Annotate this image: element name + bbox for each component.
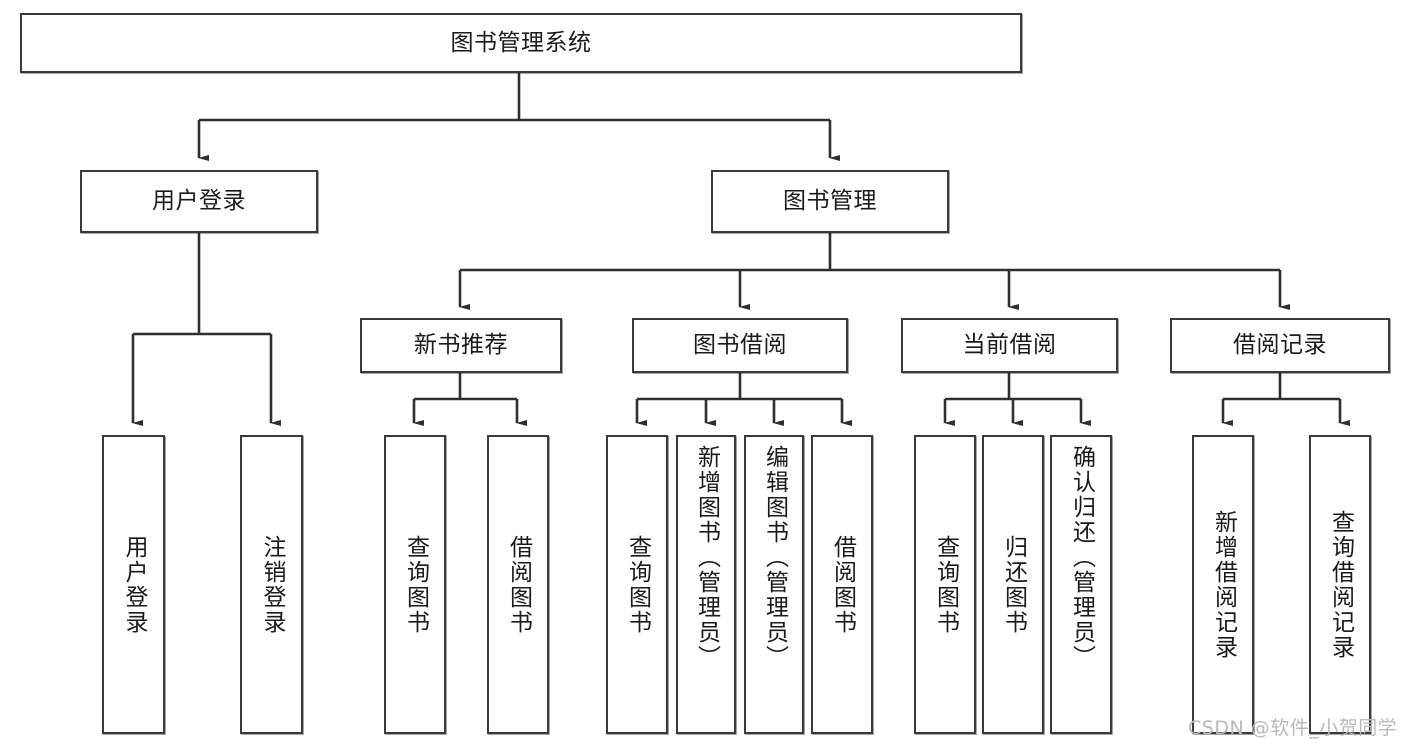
node-borrow-record[interactable]: 借阅记录 xyxy=(1170,318,1390,373)
node-leaf-borrow-book-2-label: 借阅图书 xyxy=(829,534,856,635)
node-current-borrow-label: 当前借阅 xyxy=(962,332,1057,359)
node-leaf-add-book-admin[interactable]: 新增图书（管理员） xyxy=(676,435,736,734)
node-root-system-label: 图书管理系统 xyxy=(450,29,592,56)
node-leaf-add-borrow-record-label: 新增借阅记录 xyxy=(1210,509,1237,660)
node-leaf-query-borrow-record[interactable]: 查询借阅记录 xyxy=(1309,435,1371,734)
node-leaf-query-borrow-record-label: 查询借阅记录 xyxy=(1327,509,1354,660)
node-user-login[interactable]: 用户登录 xyxy=(80,170,318,233)
node-leaf-add-book-admin-label: 新增图书（管理员） xyxy=(693,445,720,670)
node-leaf-borrow-book-1-label: 借阅图书 xyxy=(505,534,532,635)
node-book-borrow[interactable]: 图书借阅 xyxy=(632,318,848,373)
node-leaf-user-login[interactable]: 用户登录 xyxy=(102,435,165,734)
node-leaf-confirm-return-admin-label: 确认归还（管理员） xyxy=(1068,445,1095,670)
node-book-management-label: 图书管理 xyxy=(783,188,877,215)
node-leaf-edit-book-admin[interactable]: 编辑图书（管理员） xyxy=(744,435,804,734)
node-leaf-add-borrow-record[interactable]: 新增借阅记录 xyxy=(1192,435,1254,734)
node-leaf-borrow-book-2[interactable]: 借阅图书 xyxy=(811,435,873,734)
node-leaf-query-book-1-label: 查询图书 xyxy=(402,534,429,635)
node-leaf-query-book-2[interactable]: 查询图书 xyxy=(606,435,668,734)
csdn-watermark: CSDN @软件_小贺同学 xyxy=(1188,717,1398,739)
node-book-management[interactable]: 图书管理 xyxy=(711,170,949,233)
node-new-book-recommend-label: 新书推荐 xyxy=(414,332,508,359)
node-book-borrow-label: 图书借阅 xyxy=(693,332,787,359)
node-new-book-recommend[interactable]: 新书推荐 xyxy=(360,318,562,373)
node-user-login-label: 用户登录 xyxy=(152,188,246,215)
node-leaf-query-book-1[interactable]: 查询图书 xyxy=(384,435,446,734)
node-leaf-user-login-label: 用户登录 xyxy=(121,534,147,635)
node-leaf-borrow-book-1[interactable]: 借阅图书 xyxy=(487,435,549,734)
node-leaf-return-book[interactable]: 归还图书 xyxy=(982,435,1044,734)
node-borrow-record-label: 借阅记录 xyxy=(1233,332,1327,359)
node-leaf-logout[interactable]: 注销登录 xyxy=(240,435,303,734)
node-leaf-logout-label: 注销登录 xyxy=(259,534,285,635)
node-leaf-confirm-return-admin[interactable]: 确认归还（管理员） xyxy=(1050,435,1112,734)
node-leaf-query-book-3[interactable]: 查询图书 xyxy=(914,435,976,734)
node-leaf-query-book-3-label: 查询图书 xyxy=(932,534,959,635)
node-leaf-return-book-label: 归还图书 xyxy=(1000,534,1027,635)
node-current-borrow[interactable]: 当前借阅 xyxy=(901,318,1118,373)
node-root-system[interactable]: 图书管理系统 xyxy=(20,13,1022,73)
node-leaf-edit-book-admin-label: 编辑图书（管理员） xyxy=(761,445,788,670)
node-leaf-query-book-2-label: 查询图书 xyxy=(624,534,651,635)
